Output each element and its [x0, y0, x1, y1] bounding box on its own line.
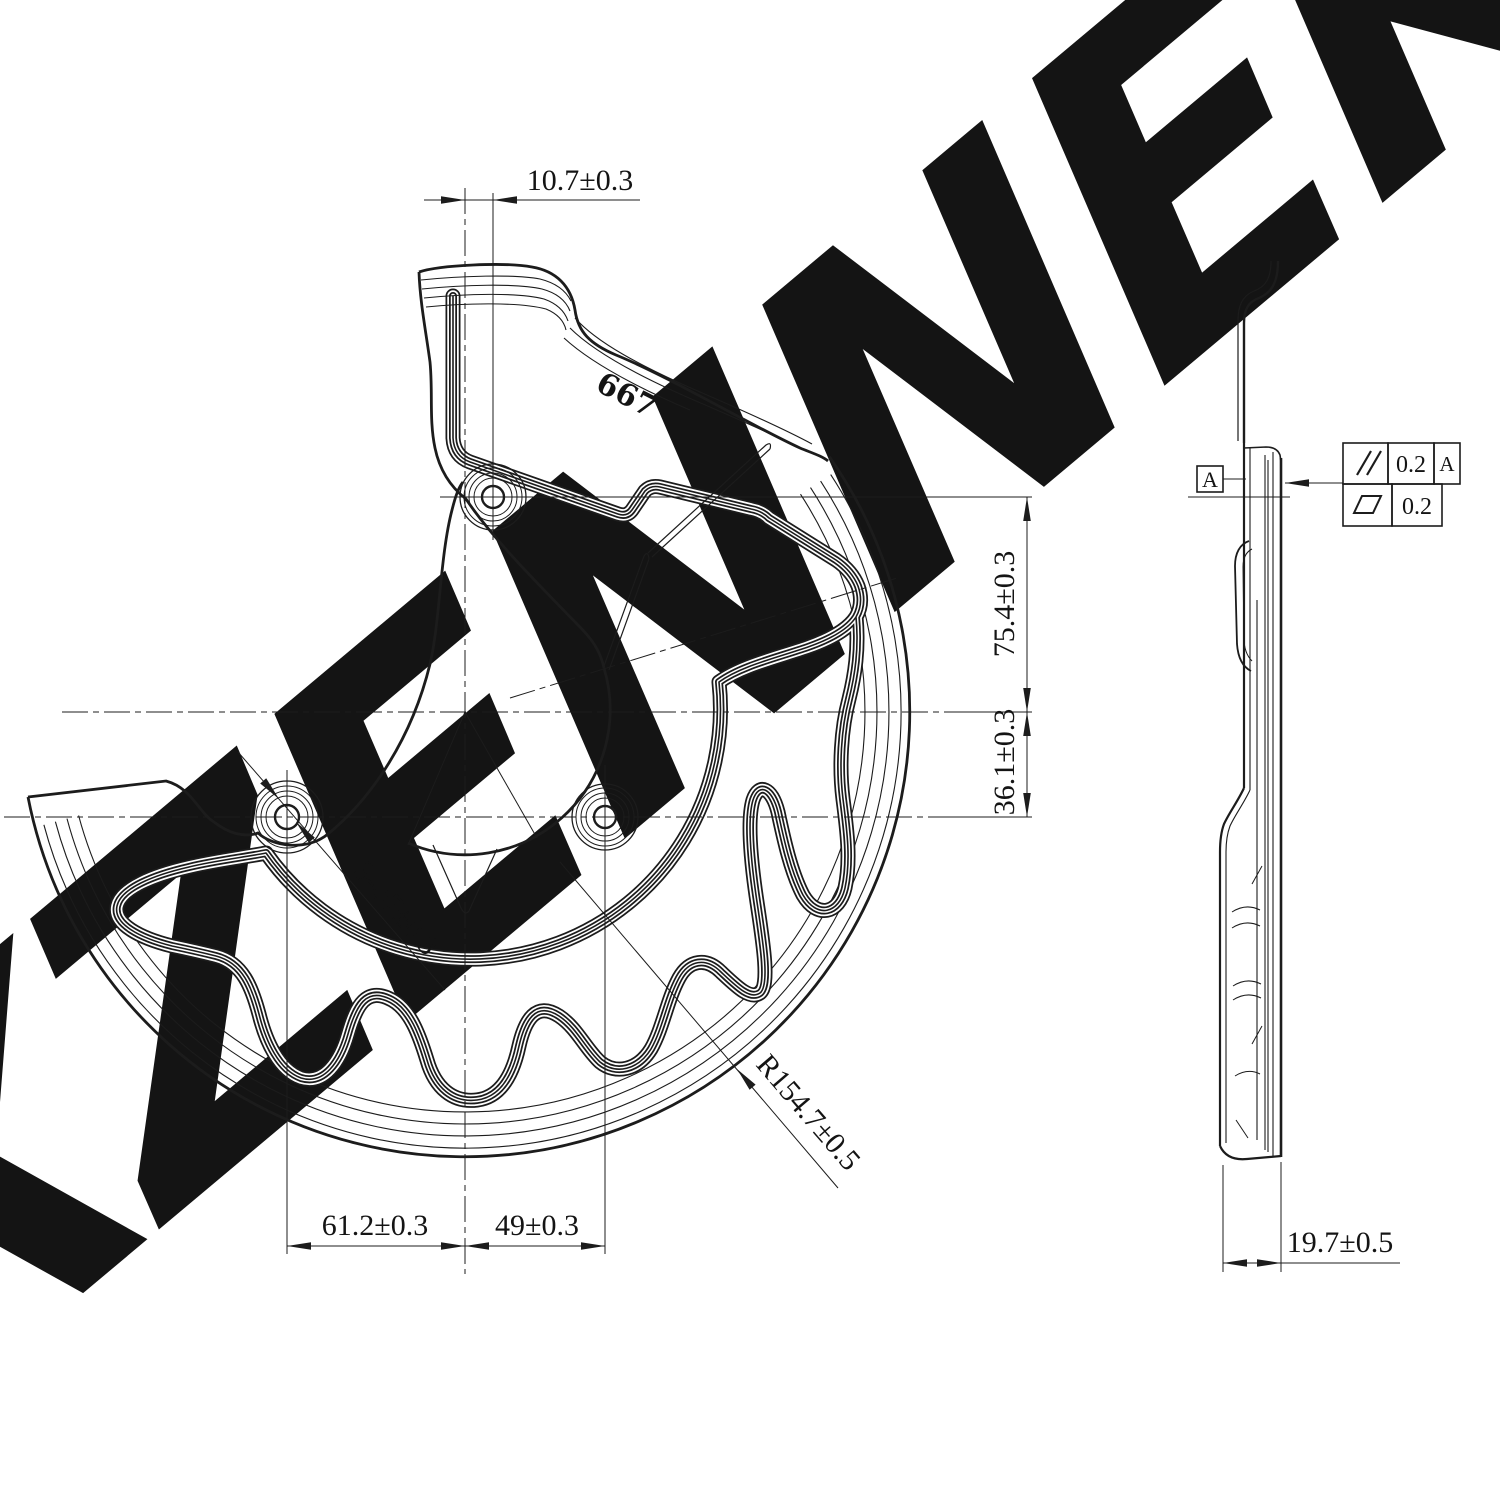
side-view: A 0.2 A 0.2: [1188, 260, 1461, 1272]
fcf-flatness: [1342, 483, 1443, 527]
dim-bottom-right: 49±0.3: [495, 1209, 579, 1242]
dim-side-depth: 19.7±0.5: [1287, 1226, 1393, 1259]
central-cutout: [407, 667, 612, 857]
dim-top-offset: 10.7±0.3: [527, 164, 633, 197]
parallelism-datum: A: [1439, 452, 1455, 476]
upper-left-edge: [27, 481, 465, 847]
dim-outer-radius: R154.7±0.5: [750, 1048, 867, 1177]
part-outline: [26, 263, 912, 1159]
flatness-icon: [1352, 495, 1383, 514]
outer-rim: [26, 456, 912, 1159]
parallelism-value: 0.2: [1396, 452, 1426, 478]
dim-right-lower: 36.1±0.3: [988, 709, 1021, 815]
dim-right-upper: 75.4±0.3: [988, 551, 1021, 657]
datum-flag: A: [1188, 465, 1290, 498]
dimension-graphics: [237, 196, 1031, 1250]
side-flare: [1218, 787, 1245, 1146]
rim-flange-arcs: [43, 474, 902, 1149]
dim-bottom-left: 61.2±0.3: [322, 1209, 428, 1242]
side-depth-dimension: 19.7±0.5: [1222, 1162, 1400, 1272]
side-bracket-lump: [1234, 540, 1252, 672]
flatness-value: 0.2: [1402, 494, 1432, 520]
bend-lines: [420, 275, 813, 451]
bracket-left-edge: [417, 271, 606, 669]
side-details: [1231, 865, 1263, 1139]
feature-control-frames: 0.2 A 0.2: [1285, 442, 1461, 527]
parallelism-icon: [1356, 450, 1382, 476]
centerlines: [4, 188, 1032, 1274]
datum-label: A: [1202, 467, 1218, 492]
side-profile: [1218, 260, 1283, 1161]
